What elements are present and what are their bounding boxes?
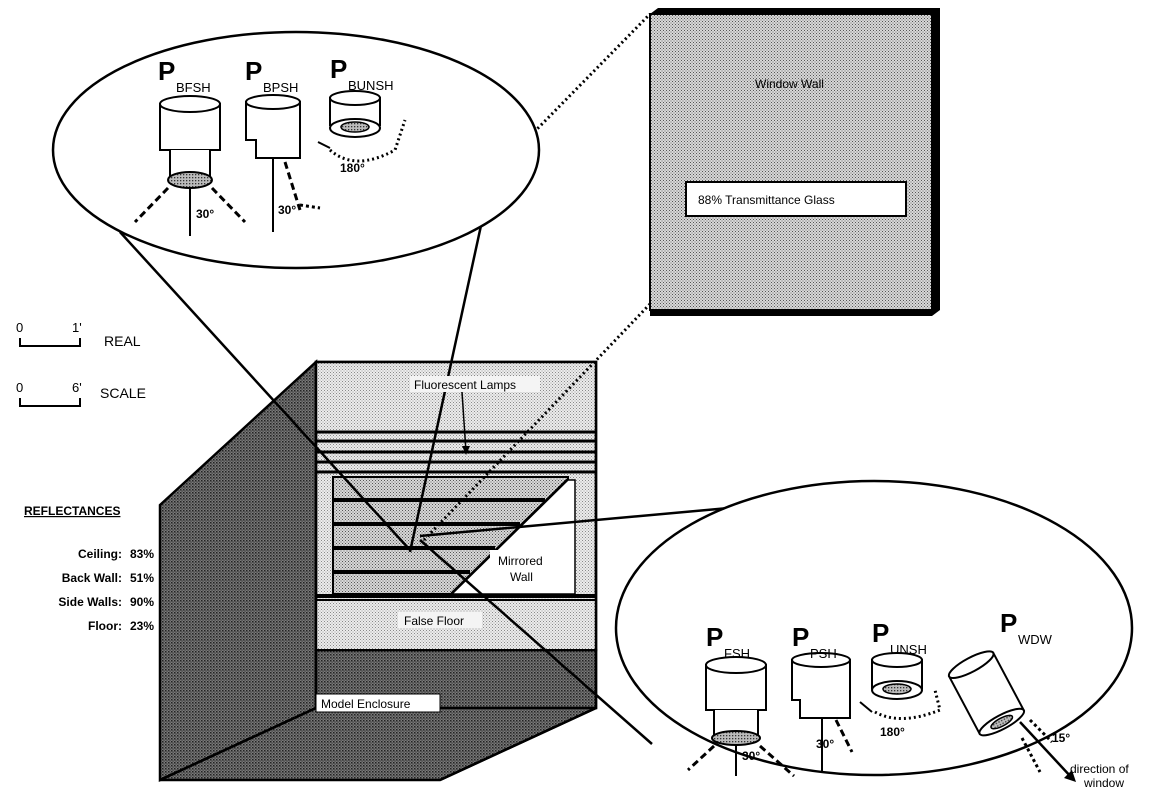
p-fsh-sub: FSH xyxy=(724,646,750,661)
bunsh-angle: 180° xyxy=(340,161,365,175)
top-leaders xyxy=(119,174,494,553)
scale-bar-real xyxy=(19,338,81,347)
reflectance-name: Ceiling: xyxy=(78,547,122,561)
false-floor-label: False Floor xyxy=(404,614,464,628)
reflectance-value: 51% xyxy=(130,571,154,585)
lamp-rails xyxy=(316,430,596,474)
reflectance-name: Back Wall: xyxy=(62,571,122,585)
model-scale-length: 6' xyxy=(72,380,82,395)
sensor-wdw xyxy=(947,650,1026,737)
direction-label-2: window xyxy=(1083,776,1124,790)
p-wdw-letter: P xyxy=(1000,608,1017,638)
p-psh-letter: P xyxy=(792,622,809,652)
shelf-lines xyxy=(333,498,545,574)
window-wall-title: Window Wall xyxy=(755,77,824,91)
model-scale-label: SCALE xyxy=(100,385,146,401)
p-bfsh-sub: BFSH xyxy=(176,80,211,95)
p-bunsh-sub: BUNSH xyxy=(348,78,394,93)
unsh-angle: 180° xyxy=(880,725,905,739)
p-unsh-sub: UNSH xyxy=(890,642,927,657)
reflectances-heading: REFLECTANCES xyxy=(24,504,120,518)
sensor-bfsh xyxy=(133,95,247,236)
real-scale-label: REAL xyxy=(104,333,141,349)
wdw-arrow xyxy=(1019,718,1076,782)
sensor-psh xyxy=(791,652,854,772)
left-side-wall xyxy=(158,359,318,782)
sensor-unsh xyxy=(859,652,942,721)
p-bpsh-letter: P xyxy=(245,56,262,86)
wdw-angle: 15° xyxy=(1052,731,1070,745)
ceiling-panel xyxy=(315,361,597,433)
psh-angle: 30° xyxy=(816,737,834,751)
glass-label-box xyxy=(685,181,907,217)
window-wall-panel xyxy=(649,8,940,316)
mirrored-wall-label-1: Mirrored xyxy=(498,554,543,568)
reflectance-name: Floor: xyxy=(88,619,122,633)
p-psh-sub: PSH xyxy=(810,646,837,661)
fluorescent-lamps-label: Fluorescent Lamps xyxy=(414,378,516,392)
scale-bar-model xyxy=(19,398,81,407)
sensor-bpsh xyxy=(245,94,321,232)
bfsh-angle: 30° xyxy=(196,207,214,221)
p-bpsh-sub: BPSH xyxy=(263,80,298,95)
fsh-angle: 30° xyxy=(742,749,760,763)
reflectance-table: Ceiling: 83% Back Wall: 51% Side Walls: … xyxy=(58,547,154,633)
real-scale-zero: 0 xyxy=(16,320,23,335)
p-wdw-sub: WDW xyxy=(1018,632,1053,647)
reflectance-value: 83% xyxy=(130,547,154,561)
p-unsh-letter: P xyxy=(872,618,889,648)
real-scale-length: 1' xyxy=(72,320,82,335)
sensor-fsh xyxy=(686,656,795,778)
p-bunsh-letter: P xyxy=(330,54,347,84)
reflectance-value: 90% xyxy=(130,595,154,609)
direction-label-1: direction of xyxy=(1070,762,1129,776)
bpsh-angle: 30° xyxy=(278,203,296,217)
sensor-bunsh xyxy=(317,90,407,163)
reflectance-value: 23% xyxy=(130,619,154,633)
model-scale-zero: 0 xyxy=(16,380,23,395)
p-fsh-letter: P xyxy=(706,622,723,652)
p-bfsh-letter: P xyxy=(158,56,175,86)
reflectance-name: Side Walls: xyxy=(58,595,122,609)
mirrored-wall-label-2: Wall xyxy=(510,570,533,584)
model-enclosure-label: Model Enclosure xyxy=(321,697,411,711)
glass-label: 88% Transmittance Glass xyxy=(698,193,835,207)
